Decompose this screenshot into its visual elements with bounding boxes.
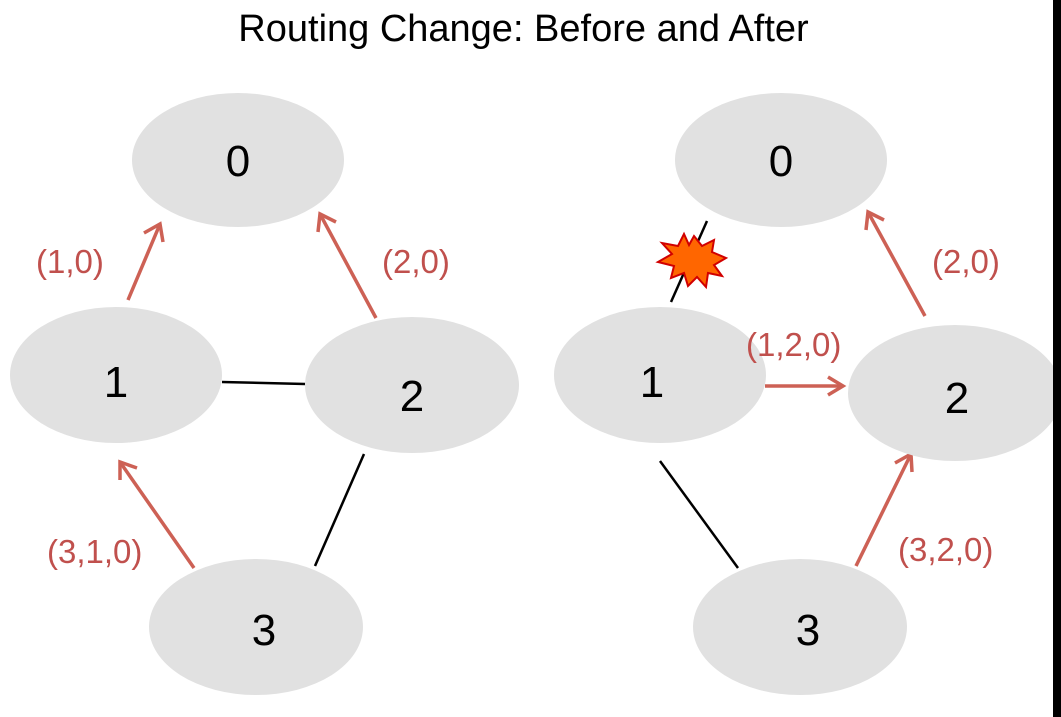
after-node-1: 1 — [554, 307, 766, 443]
after-graph: 0 1 2 3 (2,0) (1,2,0) (3,2,0) — [554, 93, 1061, 695]
after-route-label-1-2-0: (1,2,0) — [746, 326, 841, 363]
before-route-label-1-0: (1,0) — [36, 243, 104, 280]
after-node-3-label: 3 — [796, 606, 820, 655]
diagram-title: Routing Change: Before and After — [238, 8, 809, 50]
before-route-label-3-1-0: (3,1,0) — [47, 533, 142, 570]
link-1-2 — [221, 380, 306, 386]
before-node-2-label: 2 — [400, 372, 424, 421]
after-node-0-label: 0 — [769, 137, 793, 186]
before-node-0-label: 0 — [226, 137, 250, 186]
after-route-label-3-2-0: (3,2,0) — [898, 531, 993, 568]
before-node-3: 3 — [149, 559, 363, 695]
after-node-2: 2 — [848, 325, 1061, 461]
before-node-3-label: 3 — [252, 606, 276, 655]
after-node-3: 3 — [693, 559, 907, 695]
link-1-3 — [658, 460, 740, 569]
explosion-icon — [655, 231, 729, 290]
before-node-1-label: 1 — [104, 358, 128, 407]
after-node-0: 0 — [675, 93, 887, 227]
after-node-2-label: 2 — [945, 374, 969, 423]
right-edge-bar — [1053, 0, 1061, 717]
before-node-2: 2 — [305, 317, 519, 453]
after-route-label-2-0: (2,0) — [932, 243, 1000, 280]
route-arrow-1-0 — [126, 221, 165, 301]
before-graph: 0 1 2 3 (1,0) (2,0) (3,1,0) — [10, 93, 519, 695]
route-arrow-2-0 — [316, 211, 378, 319]
link-2-3 — [313, 453, 366, 567]
before-route-label-2-0: (2,0) — [382, 243, 450, 280]
route-arrow-2-0 — [864, 209, 927, 317]
route-arrow-3-1 — [118, 459, 196, 570]
after-node-1-label: 1 — [640, 358, 664, 407]
before-node-0: 0 — [132, 93, 344, 227]
before-node-1: 1 — [10, 307, 222, 443]
route-arrow-1-2 — [765, 375, 847, 397]
